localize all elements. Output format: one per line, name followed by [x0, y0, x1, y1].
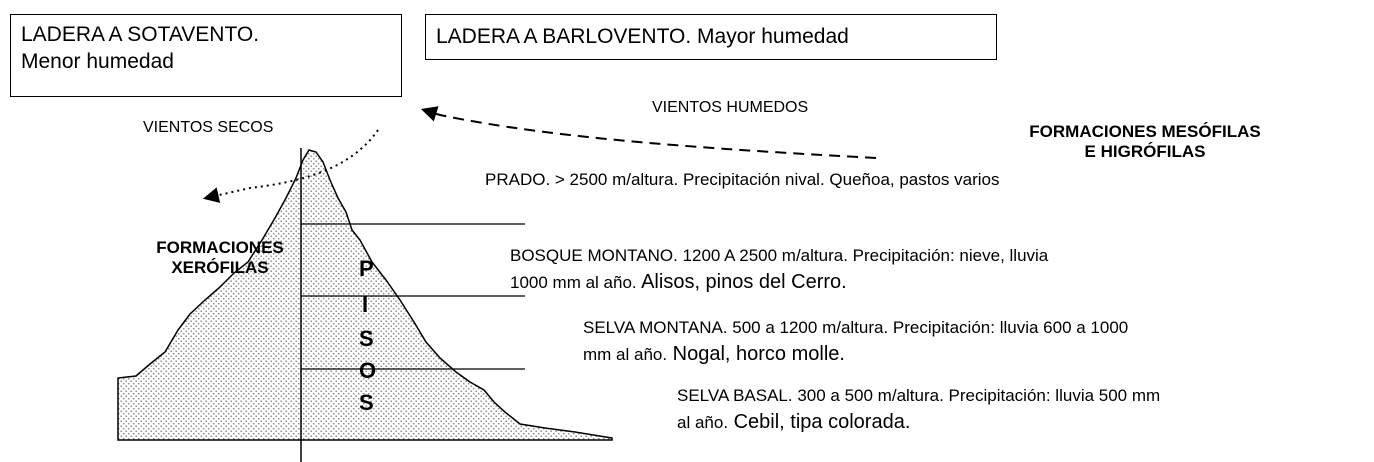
dry-winds-label: VIENTOS SECOS: [143, 119, 274, 136]
humid-winds-label: VIENTOS HUMEDOS: [652, 99, 809, 116]
dry-winds-arrow: [202, 129, 379, 203]
mesophilous-formations-line2: E HIGRÓFILAS: [1084, 142, 1206, 161]
selva-basal-rainfall: al año.: [677, 413, 729, 432]
selva-montana-description: SELVA MONTANA. 500 a 1200 m/altura. Prec…: [583, 314, 1128, 368]
mountain-shape: [117, 149, 613, 441]
pisos-letter-s2: S: [359, 390, 374, 415]
xerophilous-formations-line1: FORMACIONES: [156, 238, 284, 257]
selva-basal-species: Cebil, tipa colorada.: [728, 411, 911, 433]
bosque-montano-rainfall: 1000 mm al año.: [510, 273, 637, 292]
bosque-montano-species: Alisos, pinos del Cerro.: [636, 271, 847, 293]
leeward-slope-box: LADERA A SOTAVENTO. Menor humedad: [10, 14, 402, 97]
selva-montana-line2: mm al año. Nogal, horco molle.: [583, 341, 1128, 368]
selva-montana-line1: SELVA MONTANA. 500 a 1200 m/altura. Prec…: [583, 318, 1129, 337]
leeward-slope-subtitle: Menor humedad: [21, 50, 174, 73]
prado-description: PRADO. > 2500 m/altura. Precipitación ni…: [485, 170, 1000, 189]
bosque-montano-line1: BOSQUE MONTANO. 1200 A 2500 m/altura. Pr…: [510, 246, 1049, 265]
pisos-letter-o: O: [359, 358, 377, 383]
humid-winds-arrow: [420, 106, 877, 159]
bosque-montano-description: BOSQUE MONTANO. 1200 A 2500 m/altura. Pr…: [510, 242, 1048, 296]
mesophilous-formations-line1: FORMACIONES MESÓFILAS: [1029, 122, 1261, 141]
windward-slope-title: LADERA A BARLOVENTO. Mayor humedad: [436, 25, 849, 48]
selva-basal-line1: SELVA BASAL. 300 a 500 m/altura. Precipi…: [677, 386, 1161, 405]
selva-montana-species: Nogal, horco molle.: [667, 343, 845, 365]
pisos-letter-p: P: [359, 256, 374, 281]
bosque-montano-line2: 1000 mm al año. Alisos, pinos del Cerro.: [510, 269, 1048, 296]
pisos-letter-i: I: [362, 292, 369, 317]
xerophilous-formations-label: FORMACIONES XERÓFILAS: [120, 238, 320, 278]
pisos-letter-s1: S: [359, 326, 374, 351]
selva-montana-rainfall: mm al año.: [583, 345, 668, 364]
selva-basal-line2: al año. Cebil, tipa colorada.: [677, 409, 1160, 436]
mesophilous-formations-label: FORMACIONES MESÓFILAS E HIGRÓFILAS: [980, 122, 1310, 162]
selva-basal-description: SELVA BASAL. 300 a 500 m/altura. Precipi…: [677, 382, 1160, 436]
windward-slope-box: LADERA A BARLOVENTO. Mayor humedad: [425, 14, 997, 60]
leeward-slope-title: LADERA A SOTAVENTO.: [21, 23, 260, 46]
xerophilous-formations-line2: XERÓFILAS: [171, 258, 269, 277]
